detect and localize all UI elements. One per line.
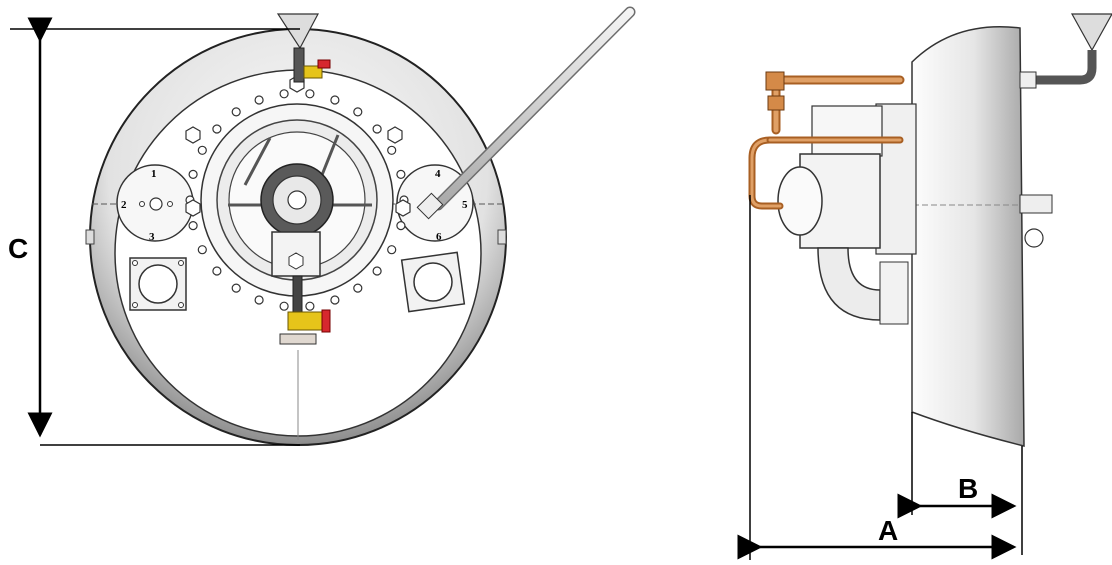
flange-bolt (387, 245, 397, 255)
hub-center (287, 190, 307, 210)
flange-bolt (330, 95, 340, 105)
side-elbow-flange (879, 261, 909, 325)
flange-spokes (228, 134, 372, 207)
flange-bolt (330, 295, 340, 305)
top-funnel (276, 13, 319, 50)
flange-bolt (305, 89, 315, 99)
left-square-flange (129, 257, 187, 311)
port-number-2: 2 (121, 199, 127, 211)
port-number-3: 3 (149, 231, 155, 243)
side-elbow (817, 247, 881, 321)
side-elbow-fitting (1019, 71, 1037, 89)
front-view: 1 2 3 4 5 6 (85, 6, 636, 446)
flange-bolt (231, 107, 241, 117)
top-pipe (293, 47, 305, 83)
lower-flange-plate (279, 333, 317, 345)
flange-bolt (353, 283, 363, 293)
side-lug (1024, 228, 1044, 248)
side-mount-plate (875, 103, 917, 255)
lower-valve (287, 309, 331, 333)
top-valve (303, 59, 331, 79)
left-port-disc: 1 2 3 (116, 164, 194, 243)
flange-bolt (188, 221, 198, 231)
side-elbow-pipe (1036, 50, 1097, 85)
right-tab (497, 229, 507, 245)
port-number-4: 4 (435, 168, 441, 180)
side-dome (911, 25, 1025, 447)
side-upper-bracket (811, 105, 883, 157)
side-housing-end (777, 166, 823, 236)
flange-bolt (212, 124, 222, 134)
flange-bolt (396, 169, 406, 179)
dimension-a: A (737, 195, 1017, 560)
port-number-5: 5 (462, 199, 468, 211)
left-tab (85, 229, 95, 245)
flange-bolt (353, 107, 363, 117)
flange-bolt (254, 95, 264, 105)
flange-bolt (372, 124, 382, 134)
dimension-a-label: A (878, 515, 898, 546)
flange-bolt (188, 169, 198, 179)
flange-bolt (372, 266, 382, 276)
lance (416, 6, 636, 220)
flange-bolt (387, 145, 397, 155)
flange-bolt (279, 301, 289, 311)
right-square-flange (400, 251, 466, 313)
copper-fitting-top (765, 71, 785, 91)
lower-bracket-nut (288, 252, 304, 270)
side-funnel (1070, 13, 1112, 52)
side-view (748, 13, 1112, 447)
flange-bolt (279, 89, 289, 99)
copper-fitting-mid (767, 95, 785, 111)
flange-bolt (212, 266, 222, 276)
flange-bolt (197, 245, 207, 255)
dimension-b-label: B (958, 473, 978, 504)
dimension-b: B (897, 412, 1023, 555)
dimension-c: C (8, 17, 300, 446)
port-number-1: 1 (151, 168, 157, 180)
bolt-circle (185, 89, 409, 311)
port-number-6: 6 (436, 231, 442, 243)
flange-bolt (197, 145, 207, 155)
dimension-c-label: C (8, 233, 28, 264)
flange-bolt (231, 283, 241, 293)
flange-bolt (305, 301, 315, 311)
side-stub (1019, 194, 1053, 214)
flange-bolt (396, 221, 406, 231)
flange-bolt (254, 295, 264, 305)
